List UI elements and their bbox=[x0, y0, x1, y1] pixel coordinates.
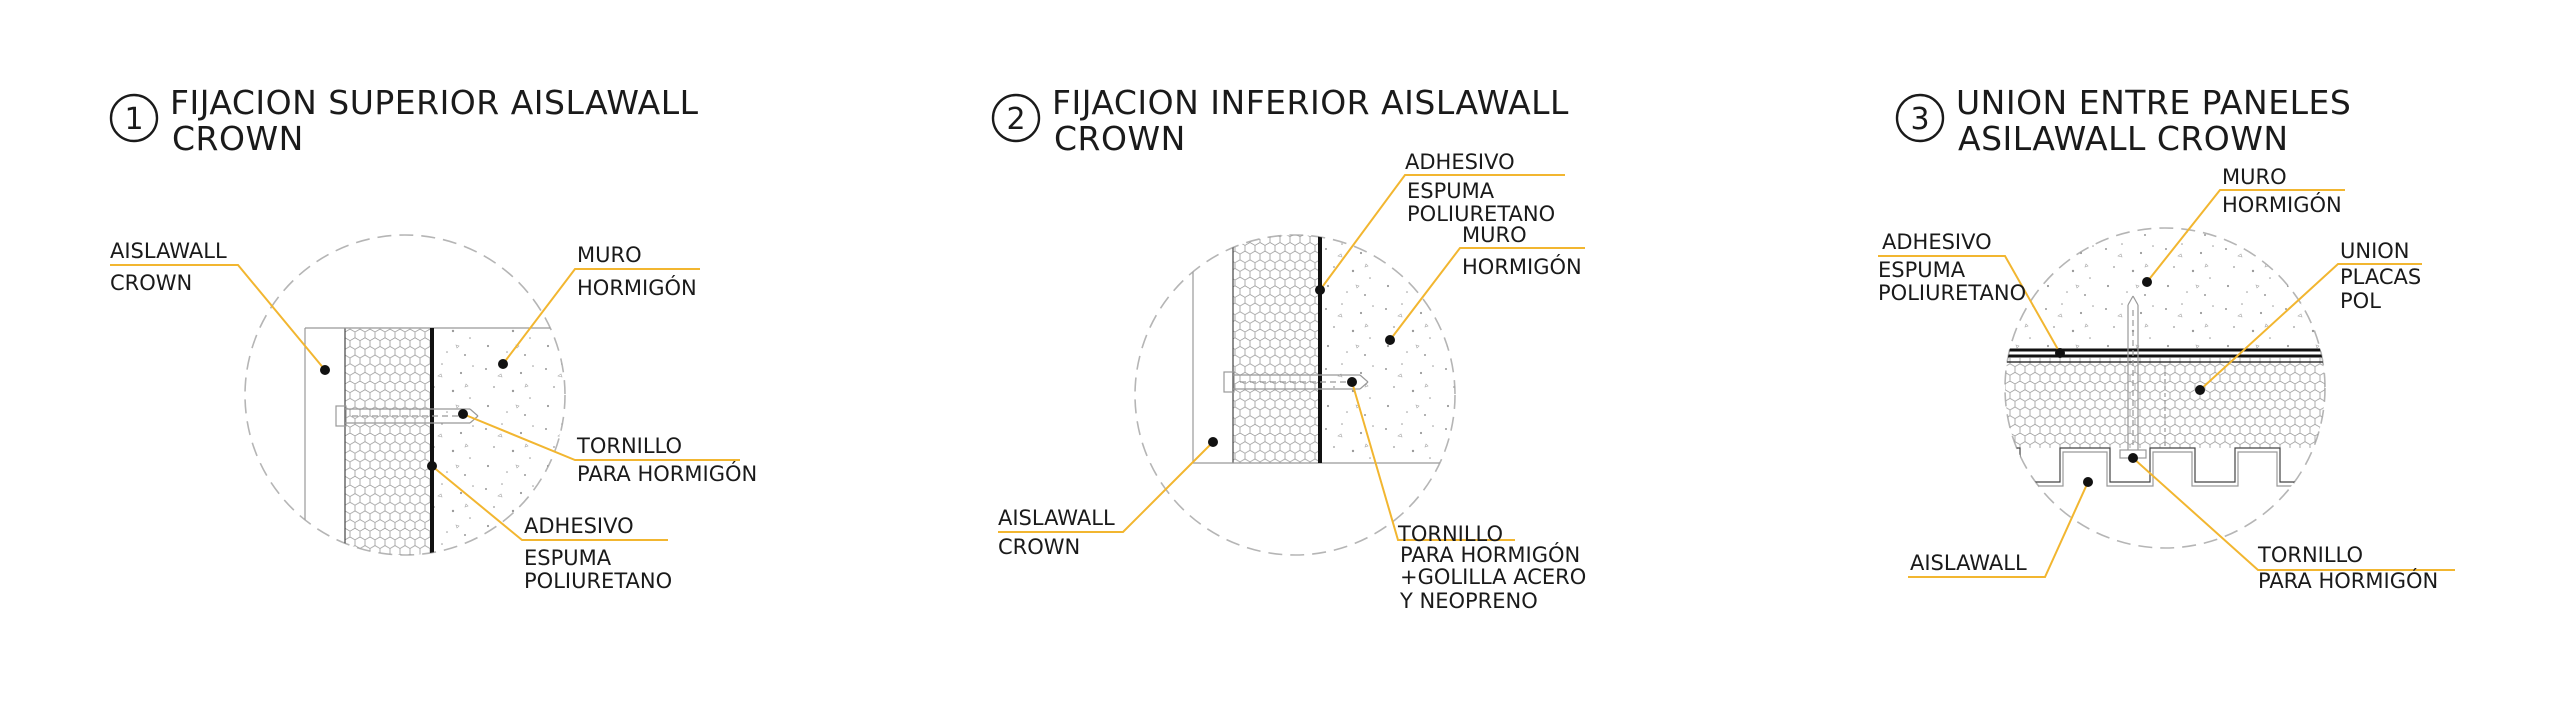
detail-1-label-aislawall-2: CROWN bbox=[110, 271, 192, 295]
detail-3-label-muro-1: MURO bbox=[2222, 165, 2287, 189]
detail-3-label-adhesivo-2: ESPUMA bbox=[1878, 258, 1966, 282]
detail-1-label-muro-2: HORMIGÓN bbox=[577, 275, 697, 300]
detail-1-leader-aislawall bbox=[110, 264, 326, 371]
detail-2-label-tornillo-1: TORNILLO bbox=[1397, 522, 1503, 546]
detail-3-label-aislawall-1: AISLAWALL bbox=[1910, 551, 2027, 575]
detail-3-label-adhesivo-3: POLIURETANO bbox=[1878, 281, 2026, 305]
detail-2-concrete-wall bbox=[1320, 235, 1455, 463]
detail-1-label-adhesivo-2: ESPUMA bbox=[524, 546, 612, 570]
detail-2-label-adhesivo-2: ESPUMA bbox=[1407, 179, 1495, 203]
detail-3-leader-muro bbox=[2146, 189, 2345, 283]
detail-3-label-tornillo-2: PARA HORMIGÓN bbox=[2258, 568, 2438, 593]
detail-2-leader-tornillo bbox=[1351, 381, 1515, 541]
detail-1-title-line1: FIJACION SUPERIOR AISLAWALL bbox=[170, 83, 699, 122]
detail-2-number: 2 bbox=[1006, 102, 1025, 137]
detail-3-number: 3 bbox=[1910, 102, 1929, 137]
detail-1-screw bbox=[335, 405, 479, 427]
detail-2-leader-aislawall bbox=[998, 441, 1214, 533]
detail-1-label-muro-1: MURO bbox=[577, 243, 642, 267]
detail-1-leader-tornillo bbox=[462, 413, 740, 461]
detail-3-label-tornillo-1: TORNILLO bbox=[2257, 543, 2363, 567]
detail-1-insulation-core bbox=[345, 328, 431, 555]
detail-3-screw bbox=[2119, 295, 2147, 459]
detail-2-insulation-core bbox=[1233, 235, 1319, 463]
detail-2-label-adhesivo-1: ADHESIVO bbox=[1405, 150, 1515, 174]
detail-3-leader-aislawall bbox=[1908, 481, 2089, 578]
detail-2-leader-muro bbox=[1389, 247, 1585, 341]
detail-2-label-aislawall-2: CROWN bbox=[998, 535, 1080, 559]
detail-1-label-adhesivo-1: ADHESIVO bbox=[524, 514, 634, 538]
detail-2-label-aislawall-1: AISLAWALL bbox=[998, 506, 1115, 530]
detail-2-label-muro-1: MURO bbox=[1462, 223, 1527, 247]
detail-3-label-union-3: POL bbox=[2340, 289, 2381, 313]
detail-1-label-tornillo-1: TORNILLO bbox=[576, 434, 682, 458]
detail-3-label-muro-2: HORMIGÓN bbox=[2222, 192, 2342, 217]
detail-1-label-aislawall-1: AISLAWALL bbox=[110, 239, 227, 263]
detail-2-screw bbox=[1223, 371, 1369, 393]
detail-3-label-union-2: PLACAS bbox=[2340, 265, 2421, 289]
detail-1-leader-muro bbox=[502, 268, 700, 365]
detail-2-title-line1: FIJACION INFERIOR AISLAWALL bbox=[1052, 83, 1569, 122]
detail-2-label-muro-2: HORMIGÓN bbox=[1462, 254, 1582, 279]
detail-2-section bbox=[1192, 235, 1455, 464]
detail-3-leader-tornillo bbox=[2132, 457, 2455, 571]
detail-2-label-adhesivo-3: POLIURETANO bbox=[1407, 202, 1555, 226]
detail-2-title-line2: CROWN bbox=[1054, 119, 1186, 158]
detail-1-label-adhesivo-3: POLIURETANO bbox=[524, 569, 672, 593]
detail-3-leader-union bbox=[2199, 263, 2422, 391]
detail-2-label-tornillo-3: +GOLILLA ACERO bbox=[1400, 565, 1586, 589]
detail-3-label-union-1: UNION bbox=[2340, 239, 2410, 263]
detail-2-leader-adhesivo bbox=[1319, 174, 1565, 291]
detail-2-label-tornillo-4: Y NEOPRENO bbox=[1399, 589, 1538, 613]
detail-1-number-badge: 1 bbox=[109, 93, 159, 143]
detail-2: 2 FIJACION INFERIOR AISLAWALL CROWN ADHE… bbox=[991, 83, 1586, 613]
detail-1-leader-adhesivo bbox=[431, 465, 668, 541]
detail-1: 1 FIJACION SUPERIOR AISLAWALL CROWN AISL… bbox=[109, 83, 757, 593]
detail-1-number: 1 bbox=[124, 102, 143, 137]
detail-3: 3 UNION ENTRE PANELES ASILAWALL CROWN bbox=[1878, 83, 2455, 593]
detail-1-label-tornillo-2: PARA HORMIGÓN bbox=[577, 461, 757, 486]
detail-1-title-line2: CROWN bbox=[172, 119, 304, 158]
detail-2-label-tornillo-2: PARA HORMIGÓN bbox=[1400, 542, 1580, 567]
detail-3-panel-profile bbox=[2005, 447, 2325, 487]
detail-3-label-adhesivo-1: ADHESIVO bbox=[1882, 230, 1992, 254]
detail-2-number-badge: 2 bbox=[991, 93, 1041, 143]
detail-3-title-line1: UNION ENTRE PANELES bbox=[1956, 83, 2351, 122]
detail-3-leader-adhesivo bbox=[1878, 255, 2061, 354]
detail-3-concrete-wall bbox=[2005, 228, 2325, 350]
detail-3-title-line2: ASILAWALL CROWN bbox=[1958, 119, 2289, 158]
detail-3-number-badge: 3 bbox=[1895, 93, 1945, 143]
